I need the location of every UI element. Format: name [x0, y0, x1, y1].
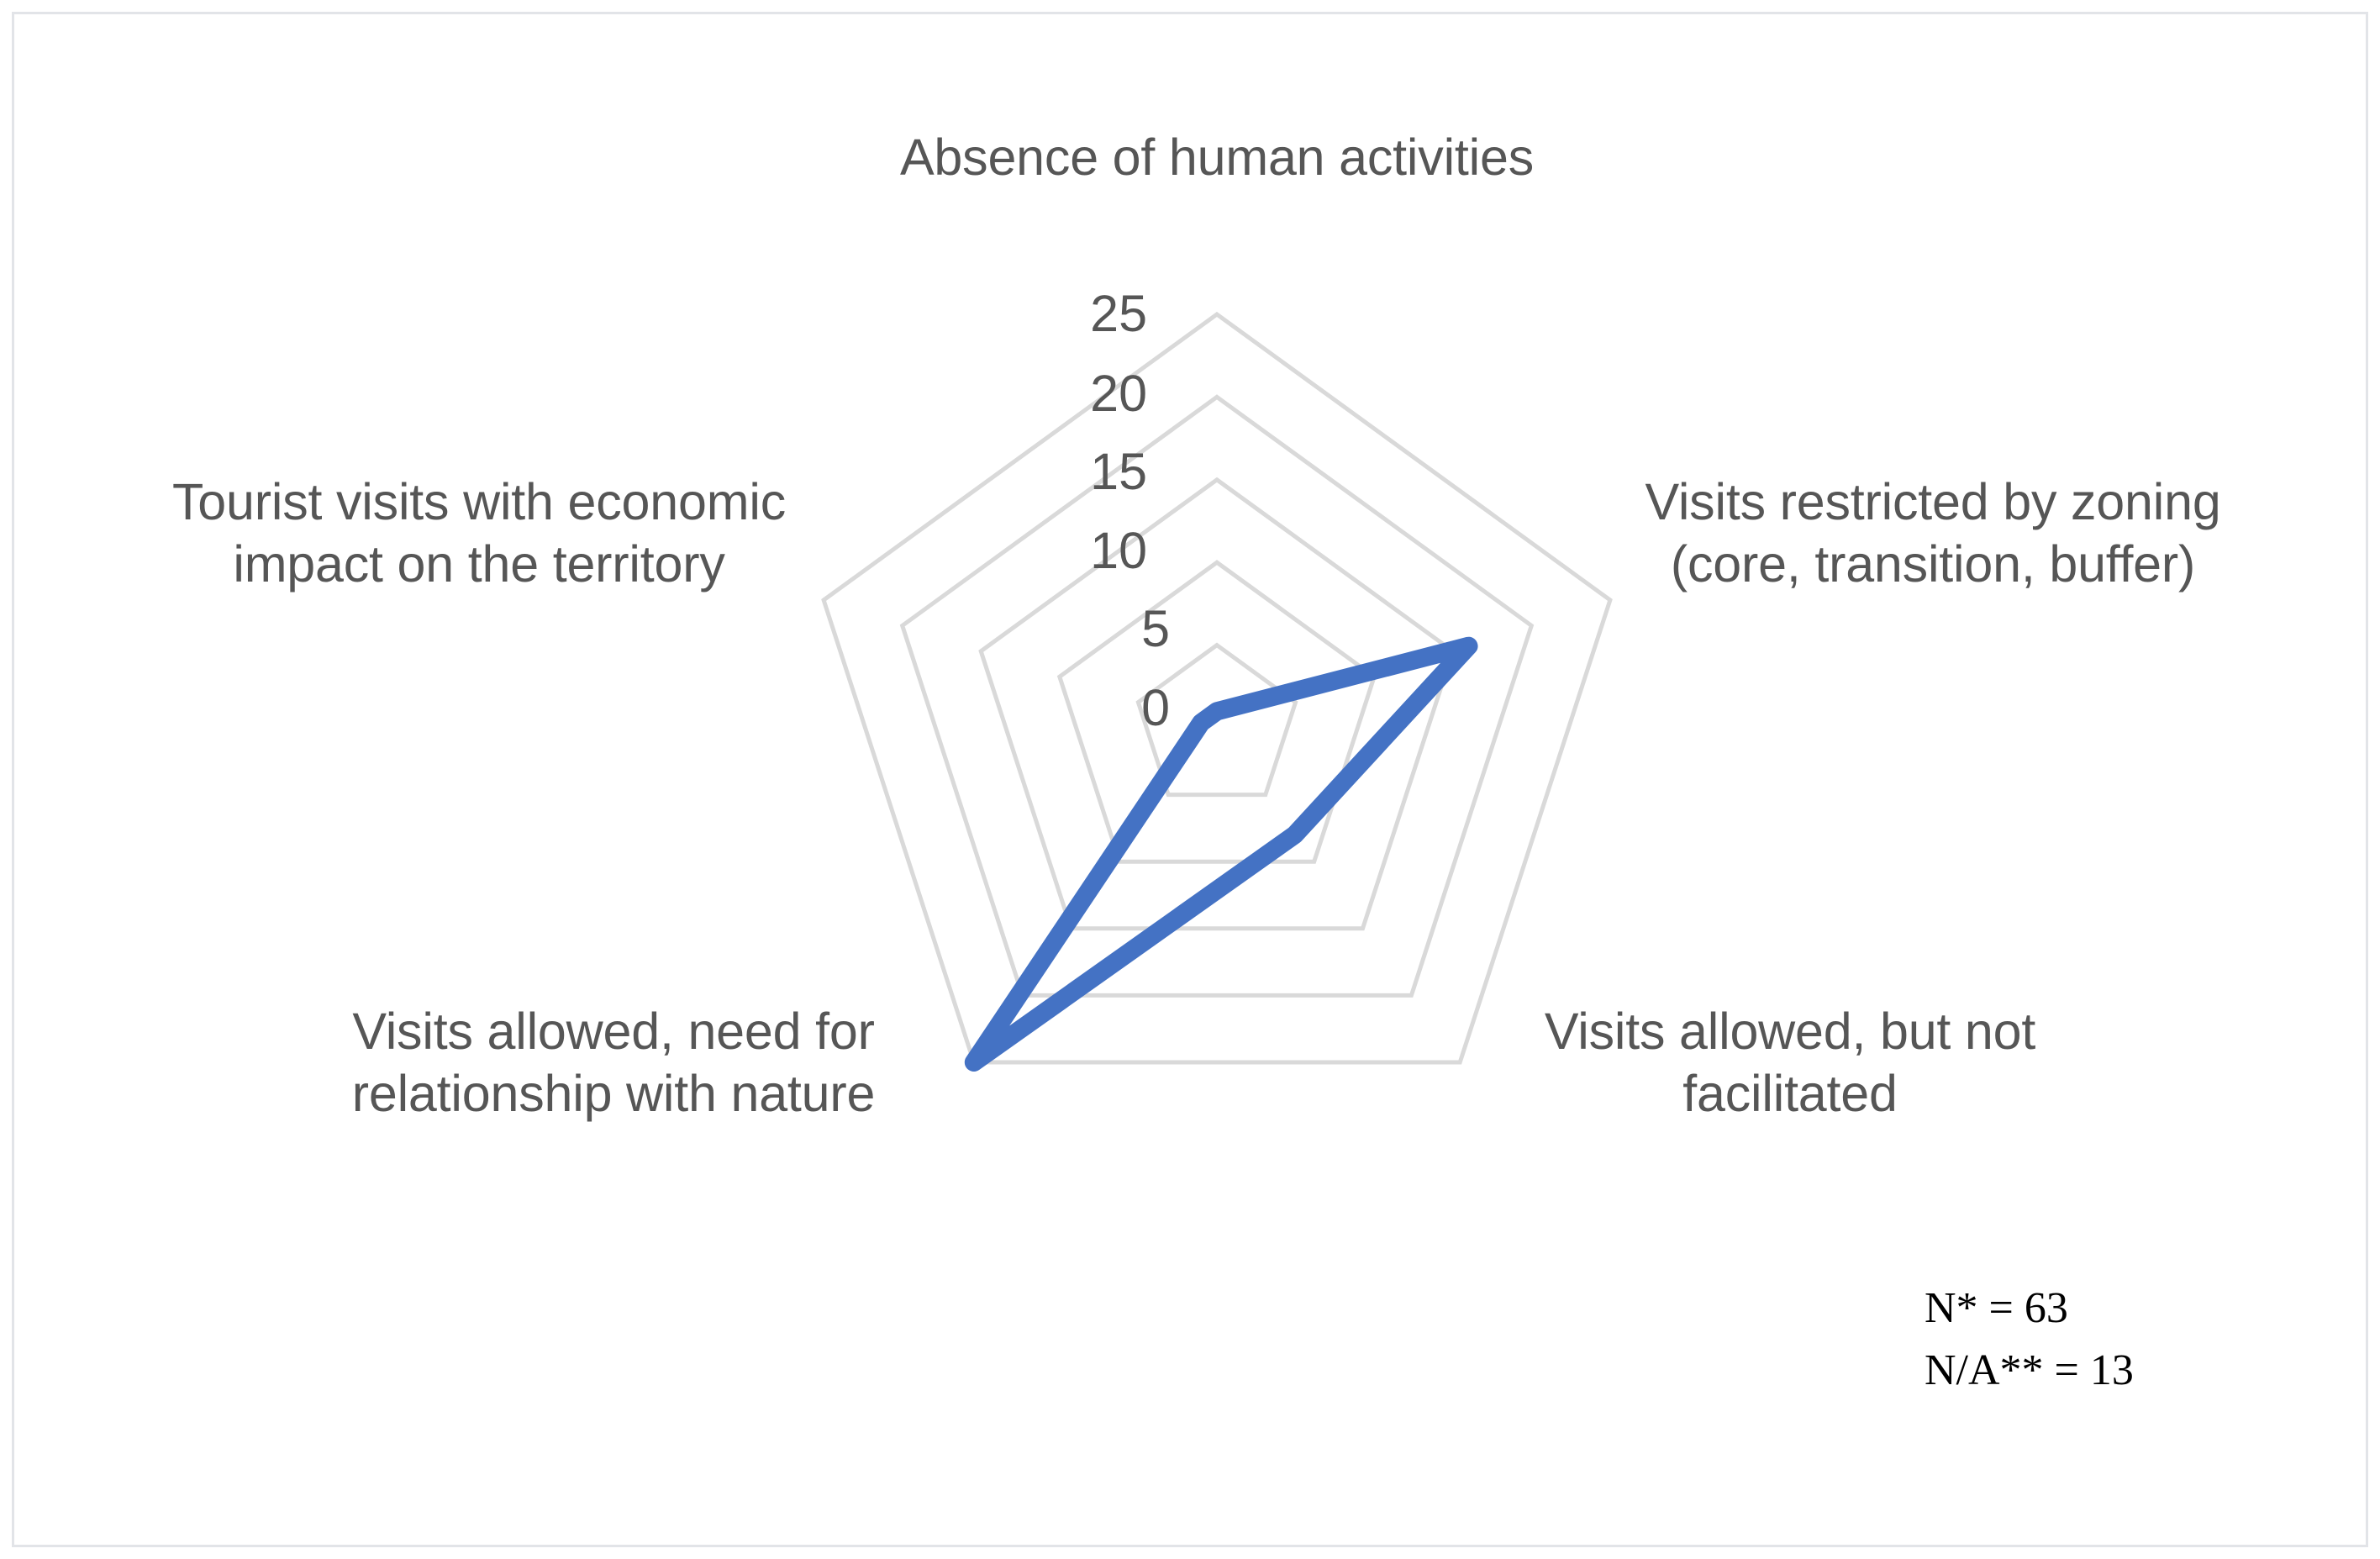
rtick-0: 0: [1141, 679, 1170, 736]
axis-label-visits-restricted-by-zoning: Visits restricted by zoning (core, trans…: [1645, 473, 2221, 593]
axis-label-absence-of-human-activities: Absence of human activities: [899, 129, 1535, 186]
rtick-15: 15: [1090, 443, 1147, 500]
rtick-5: 5: [1141, 600, 1170, 657]
radar-series-polygon: [964, 636, 1478, 1072]
rtick-25: 25: [1090, 285, 1147, 342]
axis-label-tourist-visits-economic-impact: Tourist visits with economic impact on t…: [171, 473, 786, 593]
radar-gridlines: [821, 311, 1613, 1065]
rtick-10: 10: [1090, 522, 1147, 579]
note-n-total: N* = 63: [1925, 1284, 2068, 1332]
rtick-20: 20: [1090, 365, 1147, 422]
axis-label-visits-allowed-not-facilitated: Visits allowed, but not facilitated: [1544, 1003, 2036, 1123]
note-n-na: N/A** = 13: [1925, 1346, 2134, 1394]
sample-size-notes: N* = 63 N/A** = 13: [1925, 1277, 2134, 1402]
figure-border: [12, 12, 2368, 1547]
axis-label-visits-allowed-relationship-with-nature: Visits allowed, need for relationship wi…: [351, 1003, 876, 1123]
